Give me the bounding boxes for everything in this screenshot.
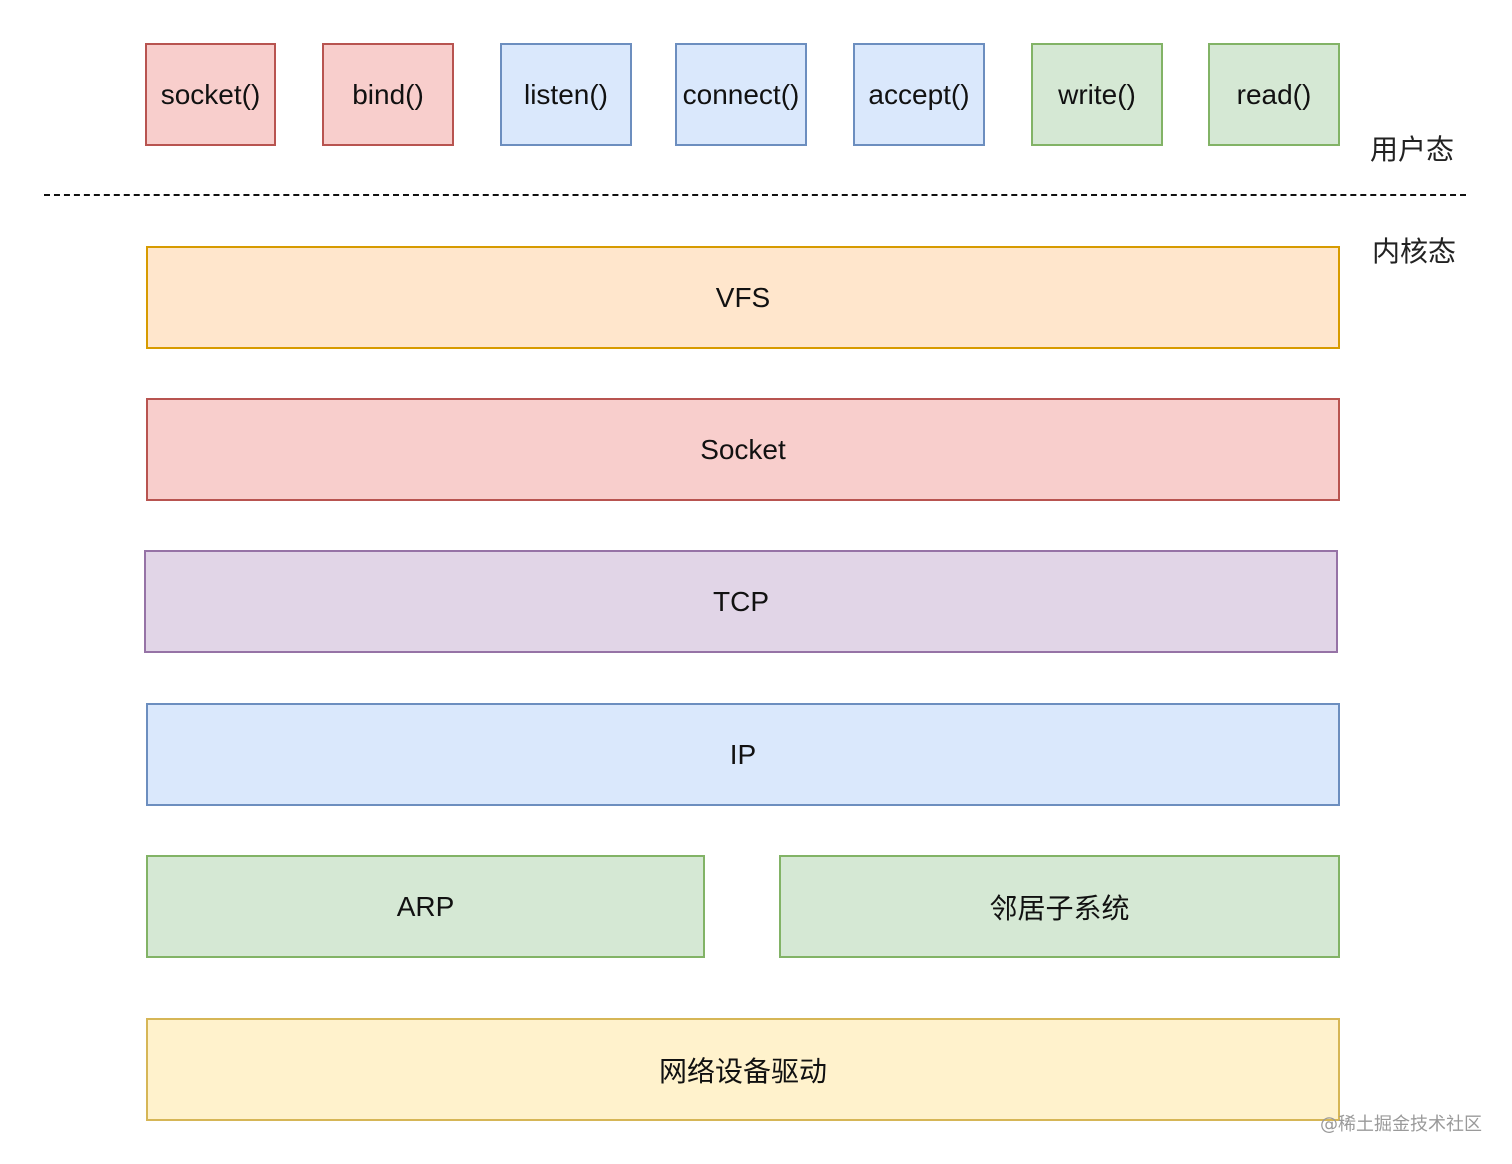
syscall-label: listen() xyxy=(523,78,608,110)
syscall-label: connect() xyxy=(682,78,800,110)
layer-label: 网络设备驱动 xyxy=(658,1054,827,1088)
layer-label: 邻居子系统 xyxy=(989,891,1130,925)
layer-label: VFS xyxy=(715,281,771,313)
socket-layer: Socket xyxy=(146,398,1340,501)
ip-layer: IP xyxy=(146,703,1340,806)
kernel-space-label: 内核态 xyxy=(1372,235,1457,268)
arp-layer: ARP xyxy=(146,855,705,958)
vfs-layer: VFS xyxy=(146,246,1340,349)
syscall-accept-box: accept() xyxy=(853,43,985,146)
layer-label: TCP xyxy=(713,585,769,617)
watermark: @稀土掘金技术社区 xyxy=(1320,1114,1482,1135)
layer-label: Socket xyxy=(700,433,786,465)
syscall-connect-box: connect() xyxy=(675,43,807,146)
user-kernel-divider xyxy=(44,194,1466,196)
layer-label: IP xyxy=(729,738,757,770)
syscall-socket-box: socket() xyxy=(145,43,276,146)
neighbor-subsystem-layer: 邻居子系统 xyxy=(779,855,1340,958)
syscall-label: write() xyxy=(1058,78,1136,110)
user-space-label: 用户态 xyxy=(1370,133,1455,166)
network-device-driver-layer: 网络设备驱动 xyxy=(146,1018,1340,1121)
tcp-layer: TCP xyxy=(144,550,1338,653)
syscall-label: accept() xyxy=(868,78,970,110)
syscall-label: read() xyxy=(1236,78,1312,110)
syscall-bind-box: bind() xyxy=(322,43,454,146)
syscall-label: bind() xyxy=(352,78,424,110)
syscall-read-box: read() xyxy=(1208,43,1340,146)
layer-label: ARP xyxy=(396,890,455,922)
syscall-listen-box: listen() xyxy=(500,43,632,146)
syscall-write-box: write() xyxy=(1031,43,1163,146)
syscall-label: socket() xyxy=(160,78,261,110)
